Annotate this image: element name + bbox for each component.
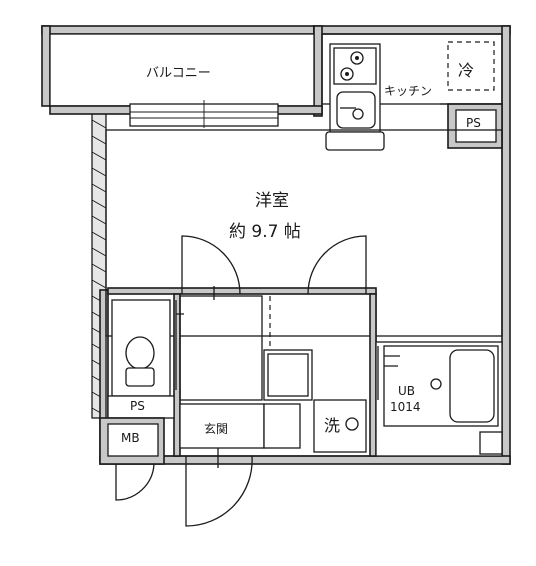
unit-bath-label: UB xyxy=(398,384,416,398)
shoe-box-inner xyxy=(267,353,309,397)
western-room-label: 洋室 xyxy=(255,191,289,211)
washer-drain xyxy=(345,417,359,431)
pipe-space-upper xyxy=(455,109,497,143)
washer-label: 洗 xyxy=(324,416,341,435)
refrigerator-space xyxy=(447,41,495,91)
western-room-size: 約 9.7 帖 xyxy=(229,222,301,242)
toilet-wall xyxy=(173,293,181,457)
burner-1 xyxy=(350,51,364,65)
meter-box-label: MB xyxy=(121,431,140,445)
bath-tub xyxy=(449,349,495,423)
right-wall xyxy=(501,25,511,465)
kitchen-area xyxy=(321,33,503,105)
closet xyxy=(179,295,263,401)
bath-door xyxy=(377,346,400,400)
door-right-swing xyxy=(307,235,367,295)
bath-left-wall xyxy=(369,293,377,457)
sink-drain xyxy=(352,108,364,120)
left-wall-hatch xyxy=(91,119,107,417)
entrance-door-swing xyxy=(185,455,253,527)
bath-vent xyxy=(479,431,503,455)
kitchen-label: キッチン xyxy=(384,84,433,98)
balcony-top-wall xyxy=(41,25,315,35)
balcony-label: バルコニー xyxy=(146,66,211,81)
bath-drain xyxy=(430,378,442,390)
mb-door-swing xyxy=(115,463,155,501)
balcony-left-wall xyxy=(41,25,51,107)
door-left-swing xyxy=(181,235,241,295)
unit-bath-size: 1014 xyxy=(390,400,421,414)
pipe-space-upper-label: PS xyxy=(466,116,481,130)
pipe-space-lower-label: PS xyxy=(130,399,145,413)
entrance xyxy=(179,403,265,449)
entrance-label: 玄関 xyxy=(204,422,229,436)
entrance-shelf xyxy=(263,403,301,449)
burner-1-center xyxy=(355,56,359,60)
partition-wall xyxy=(107,287,377,295)
meter-box xyxy=(107,423,159,457)
stove xyxy=(333,47,377,85)
counter-end xyxy=(325,131,385,151)
toilet-tank xyxy=(125,367,155,387)
burner-2 xyxy=(340,67,354,81)
refrigerator-label: 冷 xyxy=(458,61,475,80)
burner-2-center xyxy=(345,72,349,76)
kitchen-left-wall xyxy=(313,25,323,117)
western-room xyxy=(105,129,503,337)
window-sash xyxy=(130,100,278,128)
top-wall xyxy=(313,25,511,35)
